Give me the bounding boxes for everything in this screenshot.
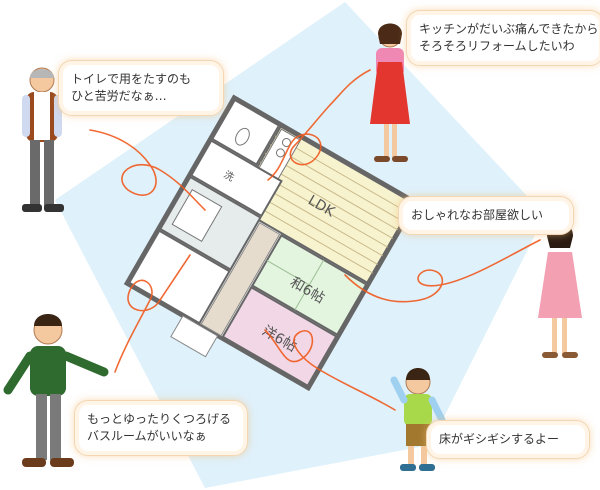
entrance (170, 315, 219, 358)
woman-character (370, 23, 410, 162)
washroom (189, 139, 283, 218)
speech-text-man-2: バスルームがいいなぁ (87, 429, 207, 443)
speech-text-man-1: もっとゆったりくつろげる (87, 412, 232, 426)
storage-room (127, 229, 231, 325)
boy-character (390, 368, 446, 471)
toilet-bowl (235, 127, 250, 146)
speech-bubble-man: もっとゆったりくつろげる バスルームがいいなぁ (74, 400, 248, 456)
speech-text-woman-1: キッチンがだいぶ痛んできたから (419, 22, 599, 36)
speech-text-girl-1: おしゃれなお部屋欲しい (411, 208, 544, 222)
scribble-boy (264, 329, 396, 411)
speech-text-grandpa-2: ひと苦労だなぁ… (71, 89, 167, 103)
bathtub (171, 189, 223, 243)
speech-bubble-boy: 床がギシギシするよー (426, 420, 590, 459)
scribble-man (114, 254, 191, 373)
girl-character (538, 222, 582, 358)
speech-text-woman-2: そろそろリフォームしたいわ (419, 39, 575, 53)
stove-burner (275, 148, 285, 158)
speech-text-grandpa-1: トイレで用をたすのも (71, 72, 192, 86)
man-character (3, 314, 109, 467)
speech-bubble-grandpa: トイレで用をたすのも ひと苦労だなぁ… (58, 60, 224, 116)
grandpa-character (22, 67, 64, 212)
speech-bubble-girl: おしゃれなお部屋欲しい (398, 196, 574, 235)
hallway (200, 222, 281, 337)
speech-bubble-woman: キッチンがだいぶ痛んできたから そろそろリフォームしたいわ (406, 10, 600, 66)
scribble-woman (267, 69, 371, 181)
speech-text-boy-1: 床がギシギシするよー (439, 432, 560, 446)
scribble-girl (344, 239, 541, 303)
scribble-grandpa (89, 129, 206, 211)
